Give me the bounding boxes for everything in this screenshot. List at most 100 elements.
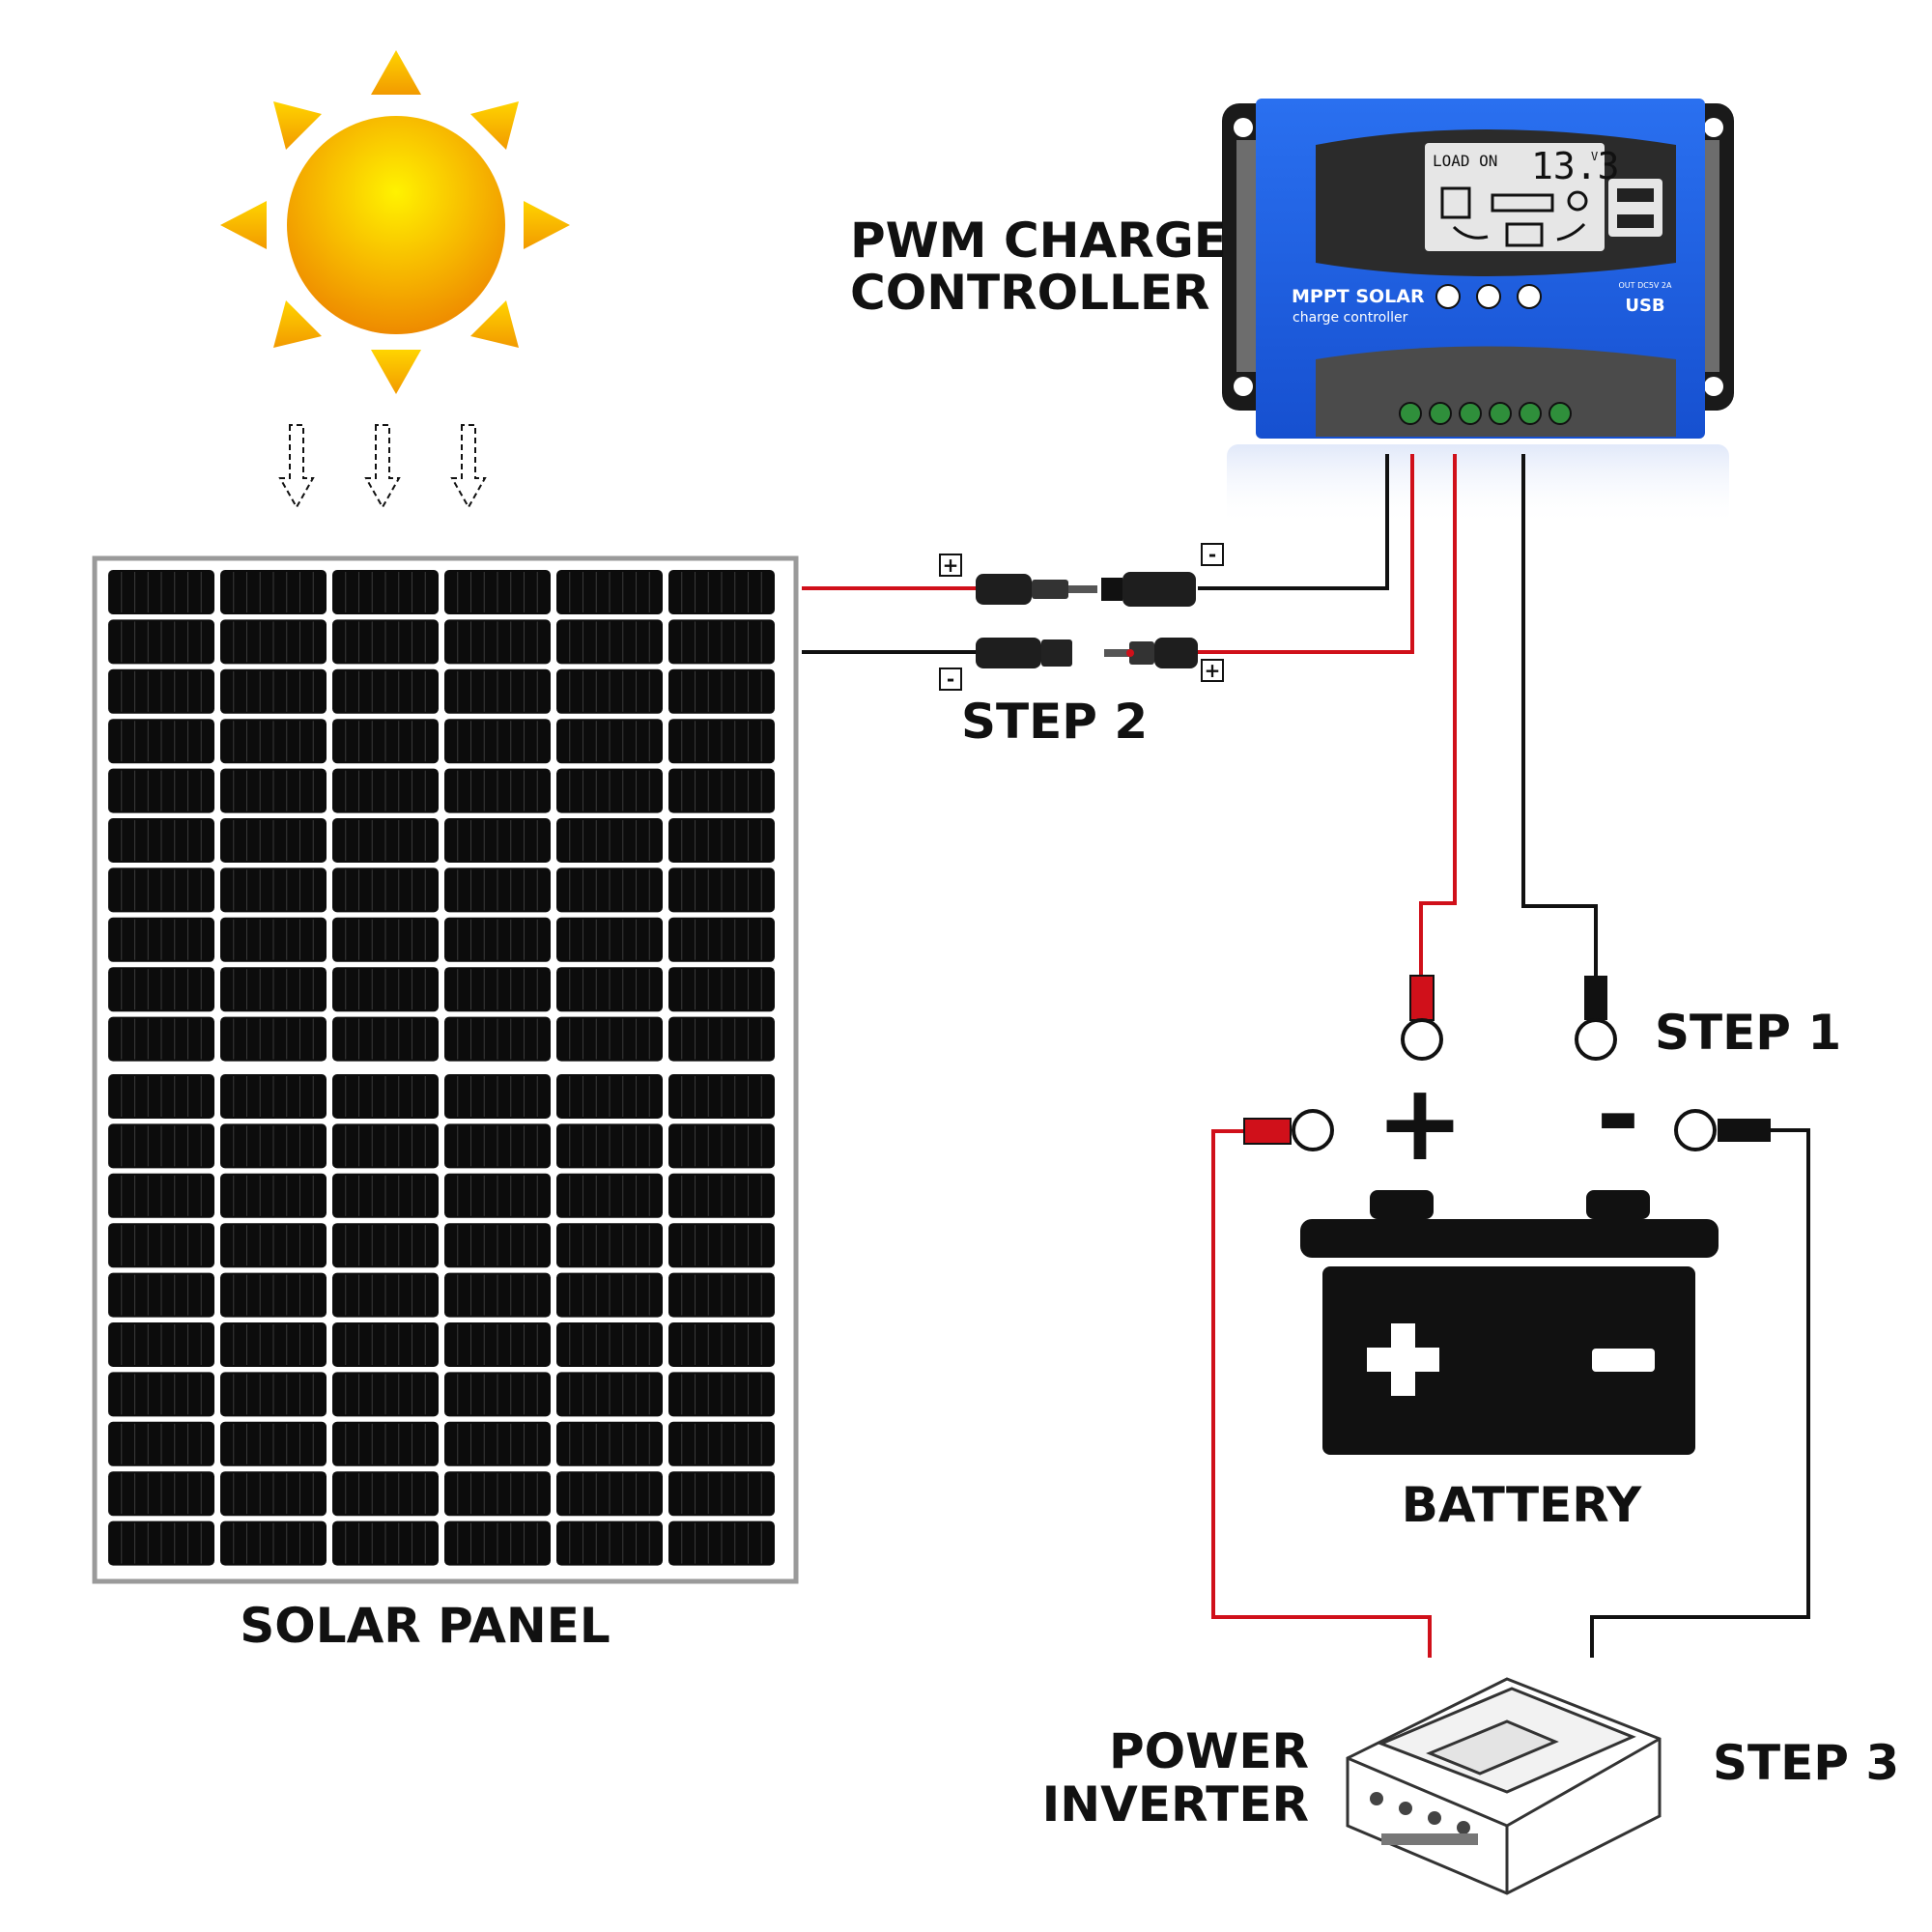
usb-port — [1617, 214, 1654, 228]
inverter-ports — [1370, 1792, 1478, 1845]
down-arrow-icon — [278, 424, 315, 510]
battery-positive-lead — [1419, 454, 1457, 978]
terminal-screws — [1399, 402, 1572, 425]
ring-terminal-negative-sleeve — [1584, 976, 1607, 1020]
brand-name: MPPT SOLAR — [1292, 286, 1425, 307]
inverter-label-line2: INVERTER — [1042, 1776, 1309, 1833]
ring-terminal-negative — [1575, 1018, 1617, 1061]
mc4-female-connector — [976, 638, 1072, 668]
lcd-voltage: 13.3 — [1531, 145, 1620, 187]
step1-label: STEP 1 — [1655, 1005, 1841, 1061]
ring-terminal-positive — [1401, 1018, 1443, 1061]
ring-terminal-positive-sleeve — [1409, 975, 1435, 1021]
charge-controller: LOAD ON 13.3 V MPPT SOLAR charge control… — [1222, 99, 1734, 526]
sun-ray — [470, 101, 519, 150]
mount-hole — [1234, 377, 1253, 396]
lcd-panel-icon — [1440, 186, 1471, 219]
panel-cells — [108, 570, 775, 1566]
terminal-screw[interactable] — [1489, 402, 1512, 425]
controller-pv-negative-wire — [1198, 454, 1389, 590]
usb-label: USB — [1625, 296, 1664, 316]
mc4-female-connector — [1101, 572, 1196, 607]
wires — [802, 454, 1810, 1658]
minus-marker: - — [1208, 543, 1216, 566]
mc4-male-connector — [976, 574, 1097, 605]
lcd-bulb-icon — [1567, 190, 1588, 212]
mount-hole — [1704, 377, 1723, 396]
down-arrow-icon — [364, 424, 401, 510]
battery-negative-lead — [1521, 454, 1598, 978]
sun-disc — [287, 116, 505, 334]
plus-marker-box — [1201, 659, 1224, 682]
inverter-label-line1: POWER — [1109, 1723, 1309, 1779]
sun-ray — [371, 50, 421, 95]
solar-panel — [92, 555, 799, 1584]
controller-label-line1: PWM CHARGE — [850, 213, 1227, 269]
mc4-connectors — [976, 572, 1198, 668]
sun-ray — [524, 201, 570, 249]
ring-terminal-positive — [1292, 1109, 1334, 1151]
battery-minus-symbol: - — [1596, 1053, 1640, 1177]
lcd-status: LOAD ON — [1433, 152, 1497, 170]
battery-post-positive — [1370, 1190, 1434, 1219]
lcd-arrow-icon — [1556, 222, 1586, 242]
mount-hole — [1234, 118, 1253, 137]
down-arrow-icon — [450, 424, 487, 510]
controller-ring-terminals — [1401, 975, 1617, 1061]
battery-plus-icon — [1367, 1323, 1439, 1396]
brand-subtitle: charge controller — [1293, 310, 1408, 326]
mc4-male-connector — [1104, 638, 1198, 668]
lcd-battery-small-icon — [1505, 222, 1544, 247]
ring-terminal-positive-sleeve — [1243, 1118, 1292, 1145]
controller-button[interactable] — [1435, 284, 1461, 309]
mount-hole — [1704, 118, 1723, 137]
minus-marker: - — [947, 668, 954, 691]
battery-minus-icon — [1592, 1349, 1655, 1372]
terminal-screw[interactable] — [1429, 402, 1452, 425]
lcd-battery-icon — [1491, 193, 1554, 213]
terminal-screw[interactable] — [1548, 402, 1572, 425]
controller-button[interactable] — [1476, 284, 1501, 309]
battery-plus-symbol: + — [1376, 1061, 1464, 1184]
minus-marker-box — [1201, 543, 1224, 566]
polarity-markers: + - - + — [939, 543, 1224, 691]
plus-marker: + — [1205, 659, 1221, 682]
lcd-icons — [1440, 186, 1588, 247]
lcd-unit: V — [1591, 150, 1598, 163]
controller-pv-positive-wire — [1198, 454, 1414, 654]
usb-spec: OUT DC5V 2A — [1619, 281, 1673, 290]
sun-ray — [470, 300, 519, 348]
lcd-screen — [1425, 143, 1605, 251]
battery-body — [1322, 1266, 1695, 1455]
lcd-arrow-icon — [1452, 225, 1489, 240]
controller-label-line2: CONTROLLER — [850, 265, 1210, 321]
sun-ray — [220, 201, 267, 249]
terminal-screw[interactable] — [1399, 402, 1422, 425]
inverter-ring-terminals — [1243, 1109, 1771, 1151]
sun-icon — [220, 50, 570, 394]
minus-marker-box — [939, 668, 962, 691]
terminal-screw[interactable] — [1459, 402, 1482, 425]
ring-terminal-negative-sleeve — [1718, 1119, 1771, 1142]
battery-post-negative — [1586, 1190, 1650, 1219]
sun-ray — [273, 101, 322, 150]
controller-button[interactable] — [1517, 284, 1542, 309]
battery-lid — [1300, 1219, 1719, 1258]
step3-label: STEP 3 — [1713, 1735, 1899, 1791]
step2-label: STEP 2 — [961, 694, 1148, 750]
controller-reflection — [1227, 444, 1729, 526]
ring-terminal-negative — [1674, 1109, 1717, 1151]
terminal-screw[interactable] — [1519, 402, 1542, 425]
battery-icon: + - — [1300, 1053, 1719, 1455]
solar-panel-label: SOLAR PANEL — [240, 1598, 611, 1654]
plus-marker: + — [943, 554, 959, 577]
sun-ray — [273, 300, 322, 348]
inverter-positive-wire — [1211, 1129, 1432, 1658]
sun-ray — [371, 350, 421, 394]
inverter-label-plate — [1426, 1719, 1559, 1776]
plus-marker-box — [939, 554, 962, 577]
power-inverter — [1346, 1677, 1662, 1895]
usb-port — [1617, 188, 1654, 202]
inverter-negative-wire — [1590, 1128, 1810, 1658]
